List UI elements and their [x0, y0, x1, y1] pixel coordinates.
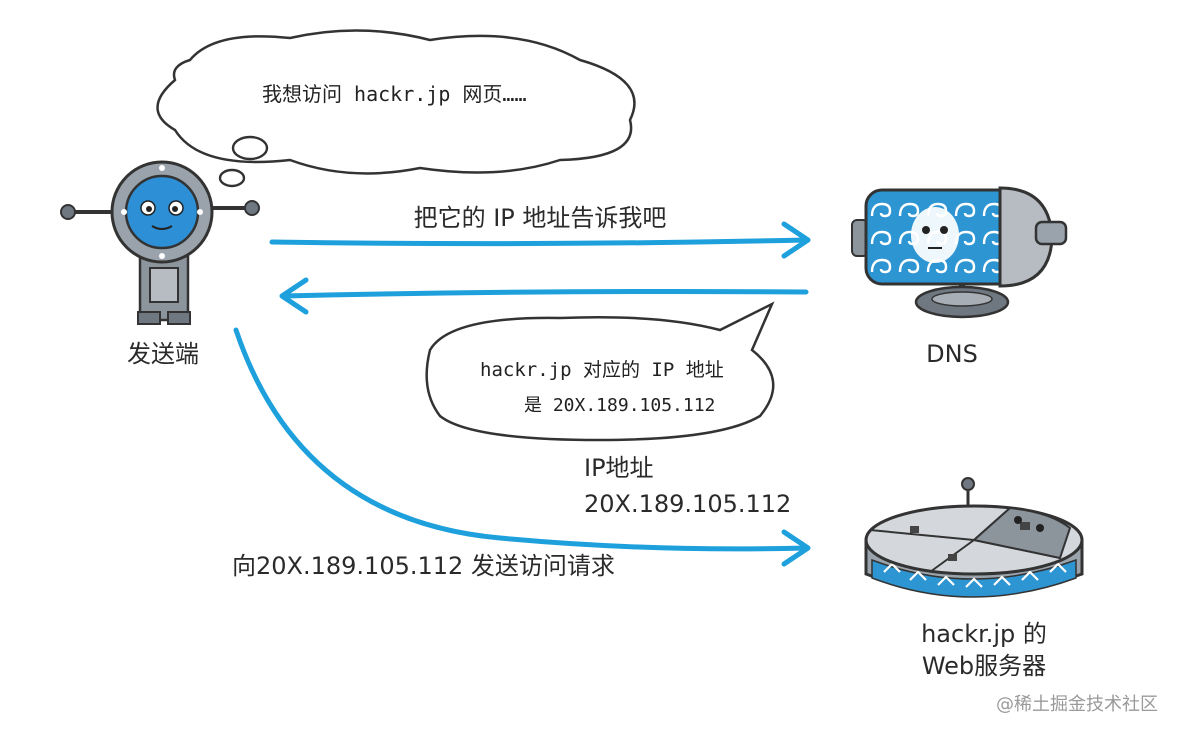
dns-reply-line2: 是 20X.189.105.112	[524, 395, 715, 416]
sender-robot-icon	[60, 160, 260, 325]
ip-label-line2: 20X.189.105.112	[584, 490, 791, 518]
response-arrow	[279, 277, 809, 315]
query-arrow	[269, 221, 811, 259]
thought-bubble: 我想访问 hackr.jp 网页……	[156, 29, 636, 188]
ip-label-line1: IP地址	[584, 454, 654, 482]
request-arrow	[233, 327, 811, 567]
web-server-icon	[864, 477, 1084, 598]
dns-reply-bubble: hackr.jp 对应的 IP 地址 是 20X.189.105.112	[425, 301, 775, 442]
query-label: 把它的 IP 地址告诉我吧	[414, 204, 667, 232]
watermark: @稀土掘金技术社区	[996, 694, 1158, 715]
dns-label: DNS	[926, 340, 978, 368]
sender-label: 发送端	[127, 340, 199, 368]
dns-reply-line1: hackr.jp 对应的 IP 地址	[480, 359, 724, 381]
request-label: 向20X.189.105.112 发送访问请求	[232, 552, 615, 580]
dns-server-icon	[851, 186, 1068, 319]
server-label-line1: hackr.jp 的	[921, 620, 1047, 648]
server-label-line2: Web服务器	[922, 652, 1046, 680]
sender-thought-text: 我想访问 hackr.jp 网页……	[262, 82, 527, 106]
